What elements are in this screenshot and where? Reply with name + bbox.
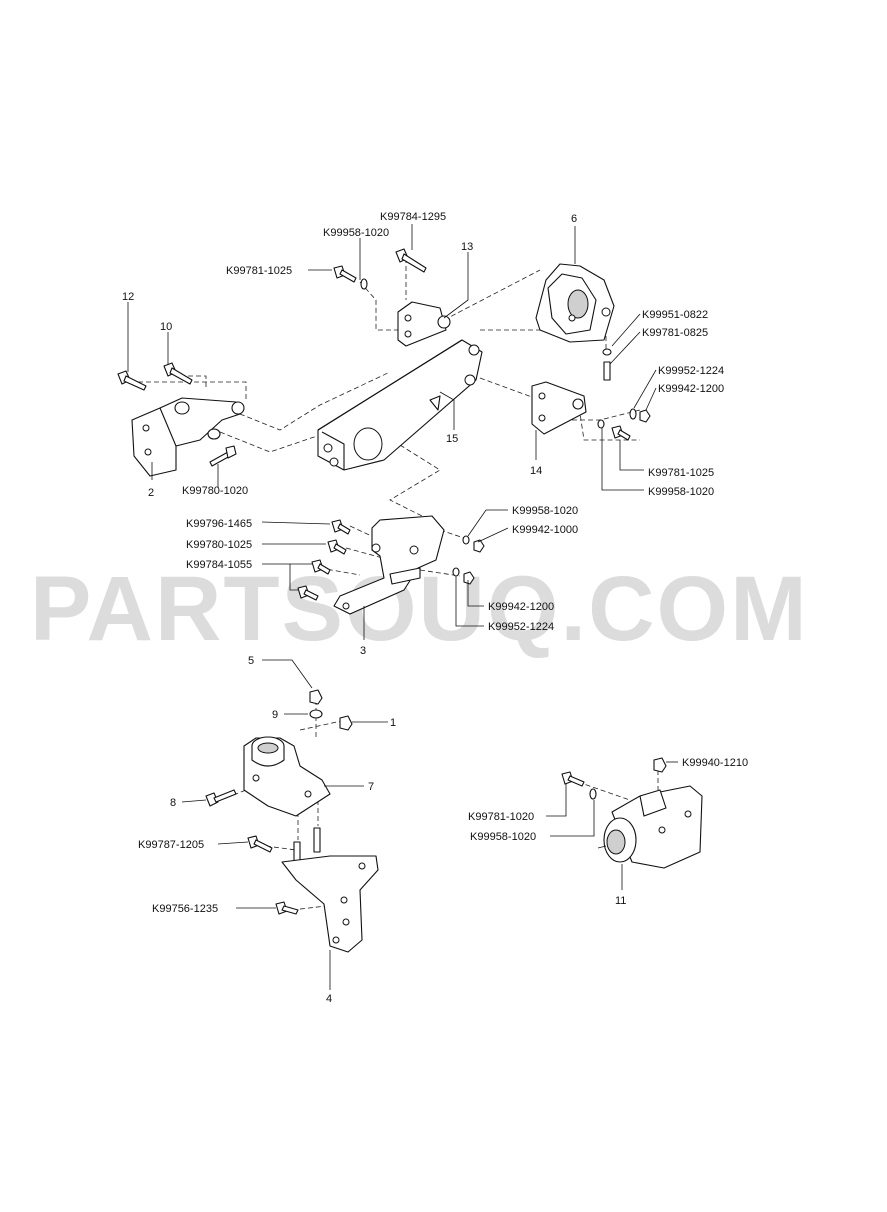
bolt-k99780-1025[interactable]: [327, 539, 347, 555]
label-k99784-1055[interactable]: K99784-1055: [186, 559, 252, 571]
callout-10: 10: [160, 321, 172, 333]
bolt-k99784-1055-b[interactable]: [297, 585, 319, 601]
bracket-part-2[interactable]: [131, 397, 245, 477]
label-k99942-1000[interactable]: K99942-1000: [512, 524, 578, 536]
callout-3: 3: [360, 645, 366, 657]
assembly-lines-right: [577, 770, 659, 801]
label-k99781-1025-top[interactable]: K99781-1025: [226, 265, 292, 277]
bracket-part-14[interactable]: [531, 381, 587, 435]
callout-11: 11: [615, 895, 626, 907]
engine-mount-part-11[interactable]: [597, 785, 703, 869]
label-k99952-1224-mid[interactable]: K99952-1224: [488, 621, 554, 633]
bolt-k99781-0825[interactable]: [603, 361, 611, 381]
callout-2: 2: [148, 487, 154, 499]
callout-5: 5: [248, 655, 254, 667]
bolt-k99781-1025-top[interactable]: [333, 265, 357, 283]
nut-part-1[interactable]: [339, 715, 353, 731]
label-k99756-1235[interactable]: K99756-1235: [152, 903, 218, 915]
label-k99952-1224-top[interactable]: K99952-1224: [658, 365, 724, 377]
bolt-part-10[interactable]: [163, 362, 193, 385]
label-k99780-1020[interactable]: K99780-1020: [182, 485, 248, 497]
callout-15: 15: [446, 433, 458, 445]
callout-numbers: 1 2 3 4 5 6 7 8 9 10 11 12 13 14 15: [122, 213, 626, 1005]
callout-9: 9: [272, 709, 278, 721]
callout-6: 6: [571, 213, 577, 225]
callout-7: 7: [368, 781, 374, 793]
washer-k99958-1020-top[interactable]: [360, 278, 368, 290]
label-k99796-1465[interactable]: K99796-1465: [186, 518, 252, 530]
label-k99781-0825[interactable]: K99781-0825: [642, 327, 708, 339]
bolt-k99781-1020[interactable]: [561, 771, 585, 787]
bracket-part-3[interactable]: [333, 515, 445, 615]
washer-k99952-1224-mid[interactable]: [452, 567, 460, 577]
callout-4: 4: [326, 993, 332, 1005]
label-k99781-1020[interactable]: K99781-1020: [468, 811, 534, 823]
bolt-k99784-1055-a[interactable]: [311, 559, 331, 575]
label-k99784-1295[interactable]: K99784-1295: [380, 211, 446, 223]
label-k99781-1025-right[interactable]: K99781-1025: [648, 467, 714, 479]
label-k99940-1210[interactable]: K99940-1210: [682, 757, 748, 769]
bolt-part-12[interactable]: [117, 370, 147, 391]
crossmember-part-15[interactable]: [317, 339, 483, 471]
nut-k99942-1000[interactable]: [473, 539, 485, 553]
label-k99780-1025[interactable]: K99780-1025: [186, 539, 252, 551]
leader-lines: [127, 224, 678, 990]
bolt-k99756-1235[interactable]: [275, 901, 299, 915]
engine-mount-part-6[interactable]: [535, 263, 615, 343]
callout-12: 12: [122, 291, 134, 303]
label-k99951-0822[interactable]: K99951-0822: [642, 309, 708, 321]
bolt-k99787-1205[interactable]: [247, 835, 273, 853]
bracket-part-13[interactable]: [397, 301, 451, 347]
washer-part-9[interactable]: [309, 709, 323, 719]
washer-k99958-1020-right[interactable]: [597, 419, 605, 429]
label-k99958-1020-top[interactable]: K99958-1020: [323, 227, 389, 239]
nut-k99940-1210[interactable]: [653, 757, 667, 773]
bracket-part-4[interactable]: [281, 855, 379, 953]
bolt-k99796-1465[interactable]: [331, 519, 351, 535]
washer-k99958-1020-bottom[interactable]: [589, 788, 597, 800]
label-k99942-1200-top[interactable]: K99942-1200: [658, 383, 724, 395]
part-number-labels: K99784-1295 K99958-1020 K99781-1025 K999…: [138, 211, 748, 915]
label-k99787-1205[interactable]: K99787-1205: [138, 839, 204, 851]
engine-mount-part-7[interactable]: [243, 736, 331, 817]
label-k99942-1200-mid[interactable]: K99942-1200: [488, 601, 554, 613]
callout-1: 1: [390, 717, 396, 729]
bolt-k99784-1295[interactable]: [395, 248, 427, 273]
label-k99958-1020-bottom[interactable]: K99958-1020: [470, 831, 536, 843]
nut-k99942-1200-top[interactable]: [639, 409, 651, 423]
callout-14: 14: [530, 465, 542, 477]
label-k99958-1020-right[interactable]: K99958-1020: [648, 486, 714, 498]
callout-13: 13: [461, 241, 473, 253]
label-k99958-1020-mid[interactable]: K99958-1020: [512, 505, 578, 517]
nut-part-5[interactable]: [309, 689, 323, 705]
washer-k99952-1224-top[interactable]: [629, 408, 637, 420]
bolt-k99780-1020[interactable]: [209, 445, 237, 467]
nut-k99942-1200-mid[interactable]: [463, 571, 475, 585]
bolt-k99781-1025-right[interactable]: [611, 425, 631, 441]
nut-k99951-0822[interactable]: [602, 348, 612, 356]
washer-k99958-1020-mid[interactable]: [462, 535, 470, 545]
callout-8: 8: [170, 797, 176, 809]
bolt-part-8[interactable]: [205, 789, 237, 807]
